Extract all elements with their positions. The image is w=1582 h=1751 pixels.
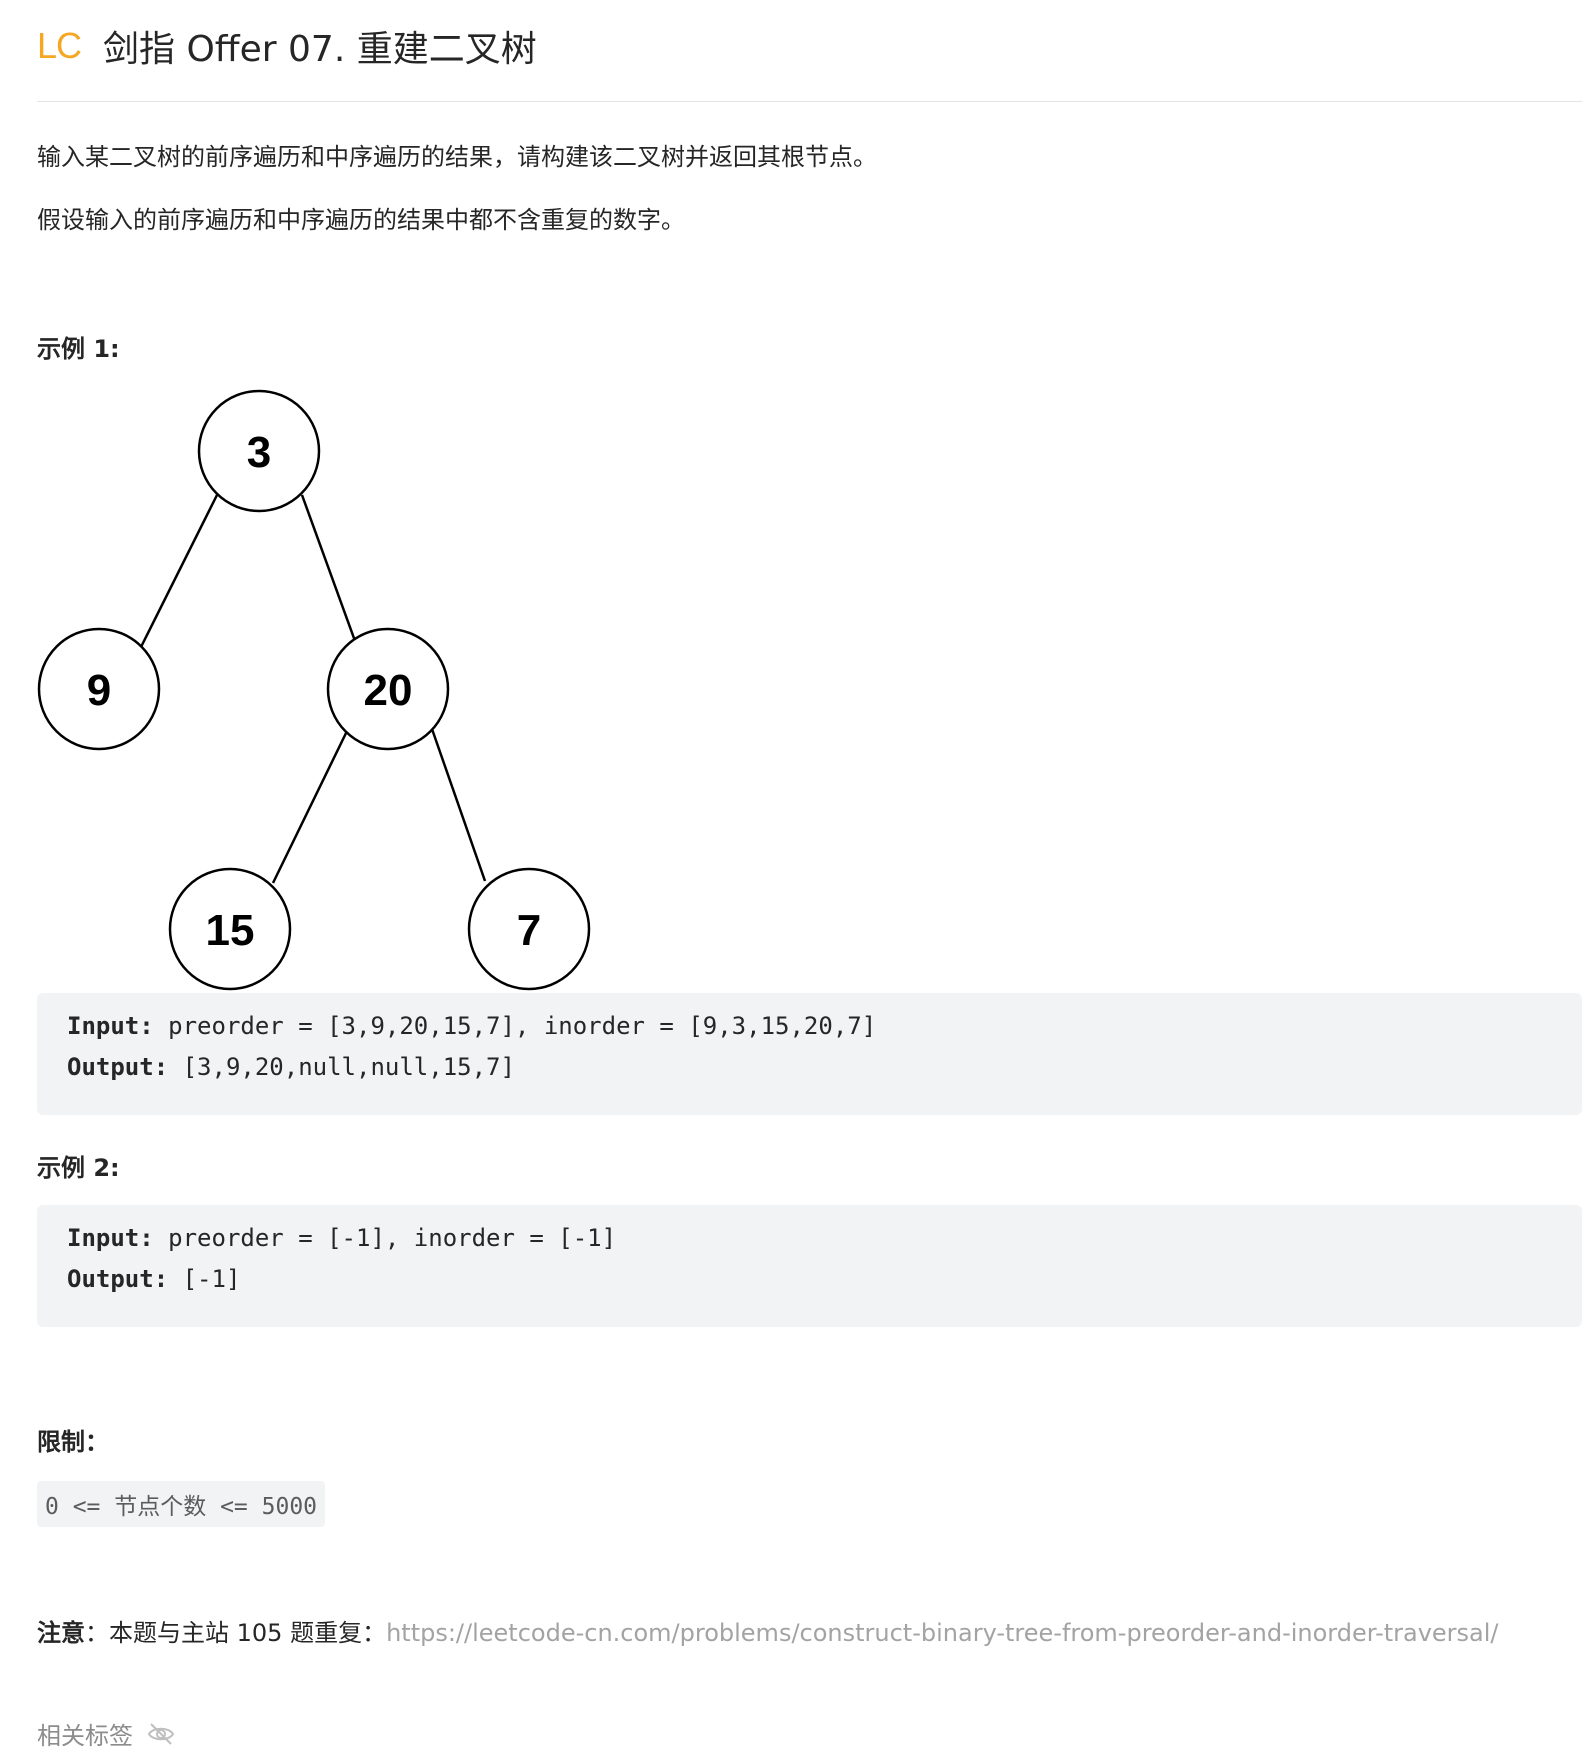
output-value: [3,9,20,null,null,15,7] [168,1053,515,1081]
description-paragraph-2: 假设输入的前序遍历和中序遍历的结果中都不含重复的数字。 [37,206,685,234]
tree-edge-20-7 [430,728,487,882]
tree-node-circle [168,867,292,991]
tree-node-circle [37,627,161,751]
output-label: Output: [67,1265,169,1293]
example-1-heading: 示例 1: [37,335,120,363]
tree-node-circle [197,389,321,513]
constraints-heading: 限制： [37,1428,109,1456]
example-1-codeblock: Input: preorder = [3,9,20,15,7], inorder… [37,993,1582,1115]
note-line: 注意：本题与主站 105 题重复：https://leetcode-cn.com… [37,1613,1499,1648]
related-tags-label[interactable]: 相关标签 [37,1722,133,1750]
tree-node-label: 7 [517,906,541,955]
example-2-codeblock: Input: preorder = [-1], inorder = [-1] O… [37,1205,1582,1327]
header-divider [37,101,1582,102]
tree-node-circle [326,627,450,751]
input-label: Input: [67,1012,154,1040]
tree-node-label: 15 [206,906,255,955]
example-2-heading: 示例 2: [37,1154,120,1182]
tree-node-label: 9 [87,666,111,715]
description-paragraph-1: 输入某二叉树的前序遍历和中序遍历的结果，请构建该二叉树并返回其根节点。 [37,143,877,171]
tree-node-label: 20 [364,666,413,715]
tree-edge-3-20 [300,494,357,642]
page-title: 剑指 Offer 07. 重建二叉树 [103,29,537,70]
note-text: ：本题与主站 105 题重复： [85,1619,387,1647]
binary-tree-diagram: 3 9 20 15 7 [37,389,591,991]
tree-edge-3-9 [139,494,219,648]
tree-node-circle [467,867,591,991]
problem-link[interactable]: https://leetcode-cn.com/problems/constru… [386,1619,1499,1647]
constraint-code: 0 <= 节点个数 <= 5000 [37,1481,326,1527]
related-tags[interactable]: 相关标签 [37,1716,175,1751]
eye-off-icon[interactable] [147,1722,175,1746]
tree-node-label: 3 [247,428,271,477]
output-label: Output: [67,1053,169,1081]
note-label: 注意 [37,1619,85,1647]
input-value: preorder = [3,9,20,15,7], inorder = [9,3… [153,1012,877,1040]
tree-edge-20-15 [271,728,350,884]
input-label: Input: [67,1224,154,1252]
problem-header: LC 剑指 Offer 07. 重建二叉树 [37,20,537,72]
input-value: preorder = [-1], inorder = [-1] [153,1224,617,1252]
output-value: [-1] [168,1265,241,1293]
lc-logo[interactable]: LC [37,25,82,66]
